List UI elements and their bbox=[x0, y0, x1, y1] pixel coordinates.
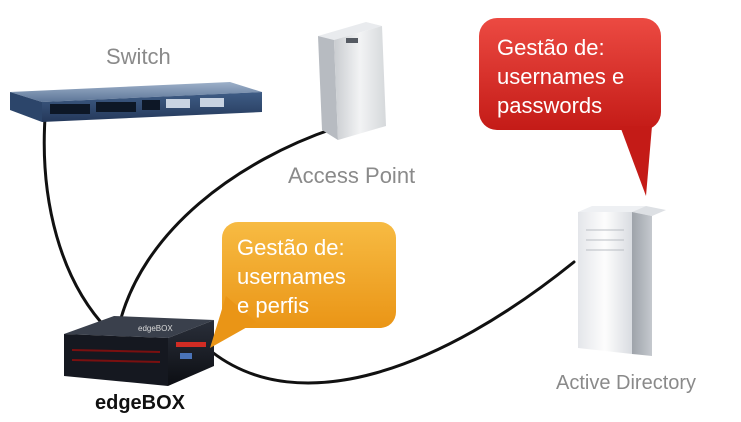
cable-accesspoint-edgebox bbox=[116, 126, 337, 332]
cable-switch-edgebox bbox=[42, 116, 110, 332]
callout-line: usernames bbox=[237, 264, 346, 289]
callout-line: passwords bbox=[497, 93, 603, 118]
callout-line: e perfis bbox=[237, 293, 310, 318]
network-switch-icon bbox=[10, 82, 262, 122]
callout-line: usernames e bbox=[497, 64, 625, 89]
edgebox-device-logo: edgeBOX bbox=[138, 324, 173, 333]
server-tower-icon bbox=[578, 206, 666, 356]
edgebox-label: edgeBOX bbox=[95, 392, 186, 414]
callout-active-directory bbox=[479, 18, 661, 196]
switch-label: Switch bbox=[106, 44, 171, 69]
cable-edgebox-activedirectory bbox=[210, 260, 576, 385]
access-point-label: Access Point bbox=[288, 163, 416, 188]
callout-active-directory-text: Gestão de: usernames e passwords bbox=[497, 33, 624, 120]
active-directory-label: Active Directory bbox=[556, 372, 697, 394]
callout-edgebox bbox=[210, 222, 396, 348]
callout-line: Gestão de: bbox=[237, 235, 345, 260]
callout-edgebox-text: Gestão de: usernames e perfis bbox=[237, 233, 346, 320]
edgebox-appliance-icon: edgeBOX bbox=[64, 316, 214, 386]
callout-line: Gestão de: bbox=[497, 35, 605, 60]
cables bbox=[42, 116, 576, 385]
wireless-access-point-icon bbox=[318, 22, 386, 140]
